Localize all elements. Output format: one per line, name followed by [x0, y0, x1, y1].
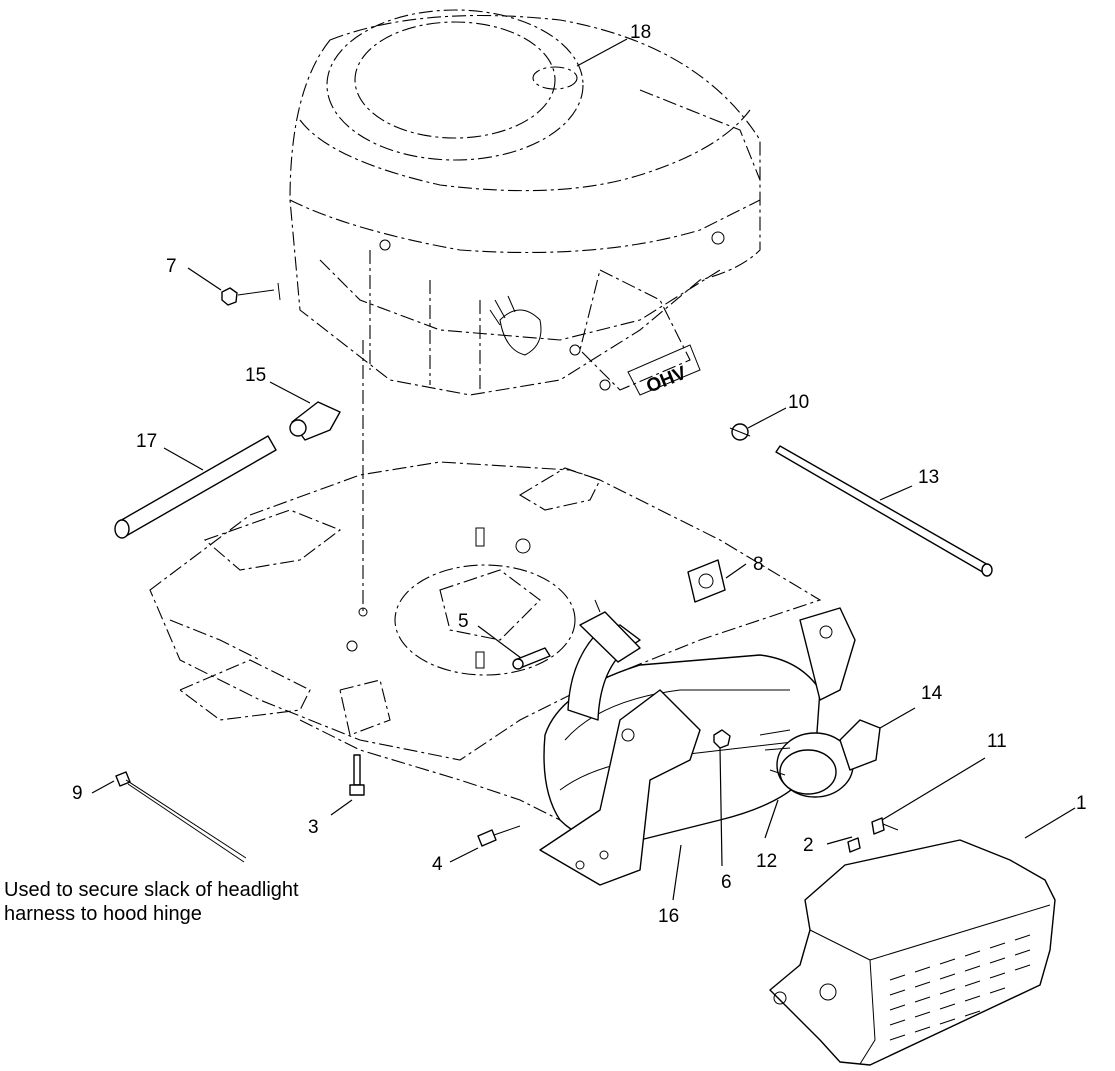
- callout-11: 11: [987, 731, 1007, 752]
- nut-7: [221, 282, 281, 306]
- chassis-frame: [149, 461, 822, 821]
- leader-lines: [91, 38, 1076, 901]
- screw-11: [871, 817, 899, 835]
- callout-8: 8: [753, 554, 764, 575]
- callout-14: 14: [921, 683, 943, 704]
- nut-6: [713, 729, 731, 749]
- clamp-10: [729, 423, 751, 441]
- spark-arrestor: [759, 729, 854, 798]
- harness-note-line-2: harness to hood hinge: [4, 903, 202, 925]
- callout-17: 17: [136, 431, 157, 452]
- callout-13: 13: [918, 467, 939, 488]
- callout-18: 18: [630, 22, 651, 43]
- bolt-3: [349, 754, 365, 796]
- engine-assembly: OHV: [289, 9, 761, 398]
- harness-note: Used to secure slack of headlight harnes…: [4, 878, 299, 926]
- muffler-bracket-right: [799, 607, 856, 701]
- callout-5: 5: [458, 611, 469, 632]
- muffler-bracket-left: [539, 689, 701, 886]
- fitting-15: [289, 401, 341, 441]
- exhaust-pipe: [567, 611, 641, 721]
- bolt-5: [512, 647, 551, 670]
- callout-16: 16: [658, 906, 679, 927]
- engine-badge: OHV: [643, 363, 689, 398]
- callout-15: 15: [245, 365, 266, 386]
- callout-3: 3: [308, 817, 319, 838]
- callout-2: 2: [803, 835, 814, 856]
- callout-9: 9: [72, 783, 83, 804]
- callout-1: 1: [1076, 793, 1087, 814]
- callout-7: 7: [166, 256, 177, 277]
- heat-shield-small: [839, 719, 881, 771]
- callout-12: 12: [756, 851, 777, 872]
- exhaust-gasket: [687, 559, 726, 603]
- screw-2: [847, 837, 861, 853]
- callout-labels: 1 2 3 4 5 6 7 8 9 10 11 12 13 14 15 16 1…: [72, 22, 1087, 927]
- callout-4: 4: [432, 854, 443, 875]
- tube-13: [775, 445, 993, 577]
- callout-6: 6: [721, 872, 732, 893]
- bolt-4: [477, 825, 521, 847]
- callout-10: 10: [788, 392, 809, 413]
- muffler-guard: [769, 839, 1056, 1066]
- tube-17: [114, 435, 277, 539]
- guard-slots: [889, 934, 1031, 1041]
- cable-tie-9: [115, 771, 247, 863]
- harness-note-line-1: Used to secure slack of headlight: [4, 879, 299, 901]
